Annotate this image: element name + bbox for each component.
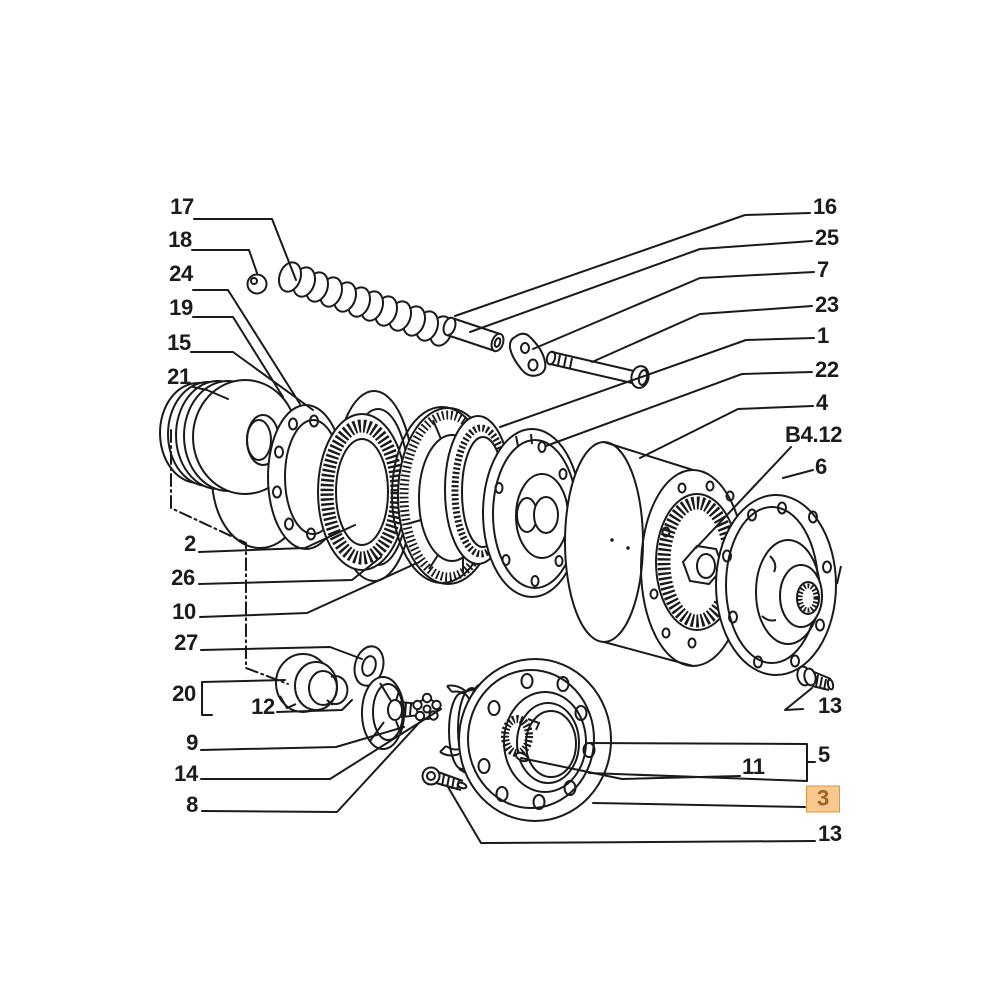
part-label-1[interactable]: 1 (817, 323, 829, 348)
leader-3 (592, 802, 806, 808)
bracket-part (508, 332, 547, 377)
leader-18 (191, 249, 258, 274)
part-label-13a[interactable]: 13 (818, 693, 842, 718)
leader-1 (499, 337, 815, 428)
part-label-13b[interactable]: 13 (818, 821, 842, 846)
leader-24 (192, 289, 301, 405)
sleeve-part (442, 316, 505, 353)
leader-8 (201, 722, 420, 813)
part-label-19[interactable]: 19 (169, 295, 193, 320)
part-label-18[interactable]: 18 (168, 227, 192, 252)
leader-12 (276, 699, 353, 713)
part-label-12[interactable]: 12 (251, 694, 275, 719)
spring-part (277, 261, 454, 347)
part-label-15[interactable]: 15 (167, 330, 191, 355)
bolt-right-part (796, 665, 835, 691)
leader-4 (639, 405, 814, 459)
part-label-21[interactable]: 21 (167, 364, 191, 389)
part-label-16[interactable]: 16 (813, 194, 837, 219)
leader-15 (190, 351, 314, 411)
leader-2 (198, 524, 356, 553)
leader-27 (200, 646, 363, 660)
hub-part (448, 658, 612, 822)
bracket-5 (588, 742, 808, 782)
leader-7 (532, 271, 815, 350)
leader-11 (520, 757, 741, 780)
part-label-4[interactable]: 4 (816, 390, 828, 415)
centerline (170, 429, 289, 685)
part-label-23[interactable]: 23 (815, 292, 839, 317)
ball-part (246, 273, 268, 295)
leader-22 (545, 371, 813, 447)
part-label-3[interactable]: 3 (806, 785, 840, 813)
bracket-20 (201, 679, 286, 716)
leader-17 (193, 218, 297, 281)
leader-14 (200, 708, 442, 780)
part-label-10[interactable]: 10 (172, 599, 196, 624)
part-label-24[interactable]: 24 (169, 261, 193, 286)
leader-19 (192, 316, 284, 398)
leader-21 (192, 386, 229, 400)
part-label-22[interactable]: 22 (815, 357, 839, 382)
leader-6 (782, 469, 814, 479)
leader-16 (454, 212, 811, 317)
leader-9 (200, 726, 405, 751)
leader-13a (784, 687, 813, 711)
part-label-26[interactable]: 26 (171, 565, 195, 590)
part-label-14[interactable]: 14 (174, 761, 198, 786)
leader-23 (591, 305, 813, 363)
part-label-11[interactable]: 11 (742, 754, 765, 779)
part-label-8[interactable]: 8 (186, 792, 198, 817)
part-label-5[interactable]: 5 (818, 742, 830, 767)
part-label-2[interactable]: 2 (184, 531, 196, 556)
cover-part (715, 494, 842, 676)
part-label-20[interactable]: 20 (172, 681, 196, 706)
part-label-6[interactable]: 6 (815, 454, 827, 479)
leader-B4-12 (695, 446, 792, 549)
leader-26 (198, 556, 382, 585)
part-label-17[interactable]: 17 (170, 194, 194, 219)
part-label-27[interactable]: 27 (174, 630, 198, 655)
part-label-25[interactable]: 25 (815, 225, 839, 250)
part-label-B4.12[interactable]: B4.12 (785, 422, 843, 447)
part-label-9[interactable]: 9 (186, 730, 198, 755)
leader-25 (469, 240, 813, 333)
part-label-7[interactable]: 7 (817, 257, 829, 282)
washer-part (353, 645, 385, 687)
support-disc-part (482, 428, 582, 598)
leader-10 (199, 562, 418, 618)
leader-13b (447, 786, 816, 844)
